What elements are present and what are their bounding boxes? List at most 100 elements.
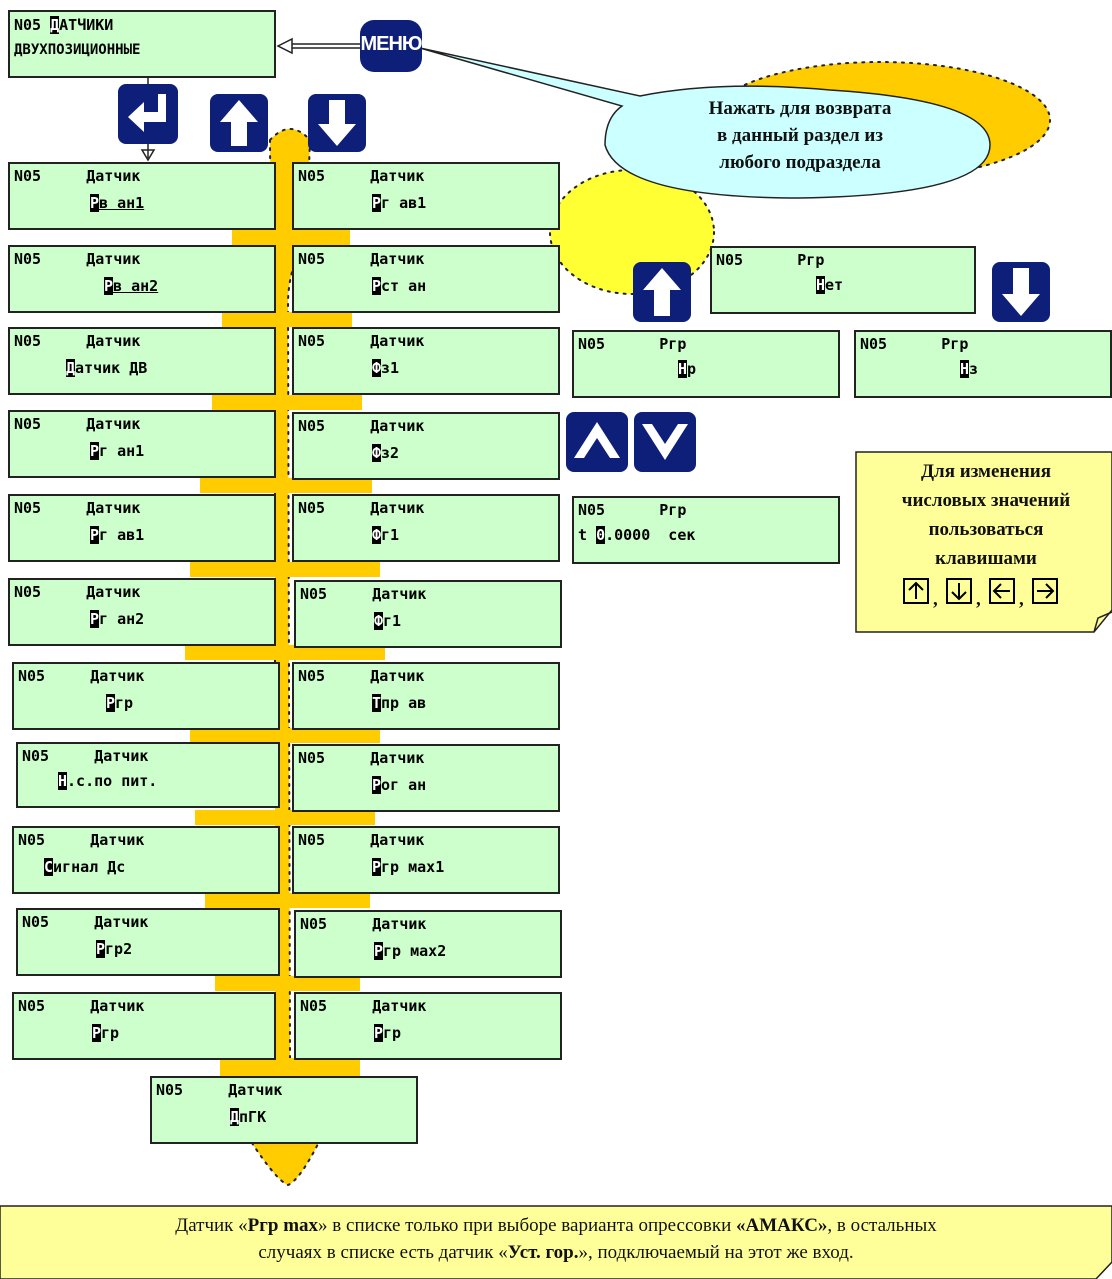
lcd-prefix: t [578,526,597,544]
lcd-right-8[interactable]: N05 Датчик Рог ан [292,744,560,812]
enter-button[interactable] [118,84,178,144]
lcd-right-3[interactable]: N05 Датчик Фз1 [292,327,560,395]
lcd-left-9[interactable]: N05 Датчик Сигнал Дс [12,826,280,894]
menu-callout-text: Нажать для возврата в данный раздел из л… [640,95,960,176]
lcd-cursor: Ф [372,526,382,544]
callout-line3: любого подраздела [719,152,881,173]
lcd-value: з1 [381,359,400,377]
lcd-value: гр [115,694,134,712]
note-sep: , [933,589,938,610]
footer-bold: Ргр max [247,1215,319,1236]
enter-icon [128,94,166,132]
lcd-value: гр мах1 [381,858,445,876]
lcd-head: N05 Датчик [14,499,141,517]
lcd-head: N05 Датчик [298,417,425,435]
lcd-head: N05 Датчик [300,997,427,1015]
footer-text: », подключаемый на этот же вход. [578,1242,854,1263]
lcd-head: N05 Датчик [298,499,425,517]
callout-line2: в данный раздел из [717,125,883,146]
lcd-head: N05 Датчик [14,583,141,601]
lcd-cursor: Р [92,1024,102,1042]
lcd-right-10[interactable]: N05 Датчик Ргр мах2 [294,910,562,978]
lcd-left-5[interactable]: N05 Датчик Рг ав1 [8,494,276,562]
lcd-cursor: Д [66,359,76,377]
header-prefix: N05 [14,16,51,34]
lcd-right-2[interactable]: N05 Датчик Рст ан [292,245,560,313]
lcd-left-11[interactable]: N05 Датчик Ргр [12,992,276,1060]
lcd-value: ог ан [381,776,427,794]
note-keys: , , , [860,575,1112,610]
lcd-cursor: Р [106,694,116,712]
lcd-sub-nr[interactable]: N05 Ргр Нр [572,330,840,398]
lcd-head: N05 Датчик [298,749,425,767]
lcd-head: N05 Датчик [298,167,425,185]
footer-text: , в остальных [827,1215,937,1236]
lcd-right-11[interactable]: N05 Датчик Ргр [294,992,562,1060]
lcd-left-4[interactable]: N05 Датчик Рг ан1 [8,410,276,478]
lcd-left-8[interactable]: N05 Датчик Н.с.по пит. [16,742,280,808]
lcd-right-4[interactable]: N05 Датчик Фз2 [292,412,560,480]
lcd-left-10[interactable]: N05 Датчик Ргр2 [16,908,280,976]
lcd-cursor: Р [96,940,106,958]
lcd-cursor: 0 [596,526,606,544]
lcd-left-6[interactable]: N05 Датчик Рг ан2 [8,578,276,646]
lcd-head: N05 Ргр [716,251,825,269]
lcd-cursor: Р [372,858,382,876]
lcd-value: атчик ДВ [75,359,148,377]
sub-down-button[interactable] [992,262,1050,322]
lcd-cursor: Р [90,526,100,544]
lcd-value: г ав1 [381,194,427,212]
note-sep: , [1019,589,1024,610]
lcd-right-1[interactable]: N05 Датчик Рг ав1 [292,162,560,230]
lcd-head: N05 Датчик [14,332,141,350]
lcd-cursor: Д [230,1108,240,1126]
header-cursor: Д [50,16,60,34]
lcd-sub-time[interactable]: N05 Ргр t 0.0000 сек [572,496,840,564]
lcd-head: N05 Датчик [298,250,425,268]
arrow-down-icon [318,100,356,146]
lcd-head: N05 Ргр [578,501,687,519]
lcd-value: ет [825,276,844,294]
header-lcd: N05 ДАТЧИКИ ДВУХПОЗИЦИОННЫЕ [8,10,276,78]
up-button[interactable] [210,94,268,152]
lcd-right-9[interactable]: N05 Датчик Ргр мах1 [292,826,560,894]
note-line2: числовых значений [901,490,1071,511]
lcd-right-7[interactable]: N05 Датчик Тпр ав [292,662,560,730]
callout-line1: Нажать для возврата [708,98,892,119]
menu-button[interactable]: МЕНЮ [360,20,423,72]
lcd-head: N05 Датчик [298,332,425,350]
arrow-up-icon [220,100,258,146]
lcd-left-7[interactable]: N05 Датчик Ргр [12,662,280,730]
lcd-right-6[interactable]: N05 Датчик Фг1 [294,580,562,648]
lcd-value: пр ав [381,694,427,712]
lcd-value: г1 [383,612,402,630]
lcd-value: игнал Дс [53,858,126,876]
arrow-right-icon [1037,583,1055,599]
lcd-right-5[interactable]: N05 Датчик Фг1 [292,494,560,562]
decrease-button[interactable] [634,412,696,472]
lcd-value: в ан2 [113,277,159,295]
lcd-sub-nz[interactable]: N05 Ргр Нз [854,330,1112,398]
lcd-sub-net[interactable]: N05 Ргр Нет [710,246,976,314]
footer-shape [0,1205,1112,1279]
header-line2: ДВУХПОЗИЦИОННЫЕ [14,42,141,58]
lcd-head: N05 Датчик [300,915,427,933]
lcd-head: N05 Датчик [18,667,145,685]
lcd-cursor: Р [374,942,384,960]
lcd-cursor: Р [372,776,382,794]
lcd-bottom[interactable]: N05 Датчик ДпГК [150,1076,418,1144]
lcd-left-2[interactable]: N05 Датчик Рв ан2 [8,245,276,313]
sub-up-button[interactable] [633,262,691,322]
lcd-value: г ав1 [99,526,145,544]
lcd-head: N05 Датчик [14,415,141,433]
lcd-value: гр [101,1024,120,1042]
lcd-cursor: Р [104,277,114,295]
lcd-cursor: Ф [372,359,382,377]
down-button[interactable] [308,94,366,152]
arrow-up-icon [643,268,681,316]
lcd-cursor: Н [678,360,688,378]
lcd-left-1[interactable]: N05 Датчик Рв ан1 [8,162,276,230]
increase-button[interactable] [566,412,628,472]
lcd-left-3[interactable]: N05 Датчик Датчик ДВ [8,327,276,395]
lcd-value: г ан1 [99,442,145,460]
